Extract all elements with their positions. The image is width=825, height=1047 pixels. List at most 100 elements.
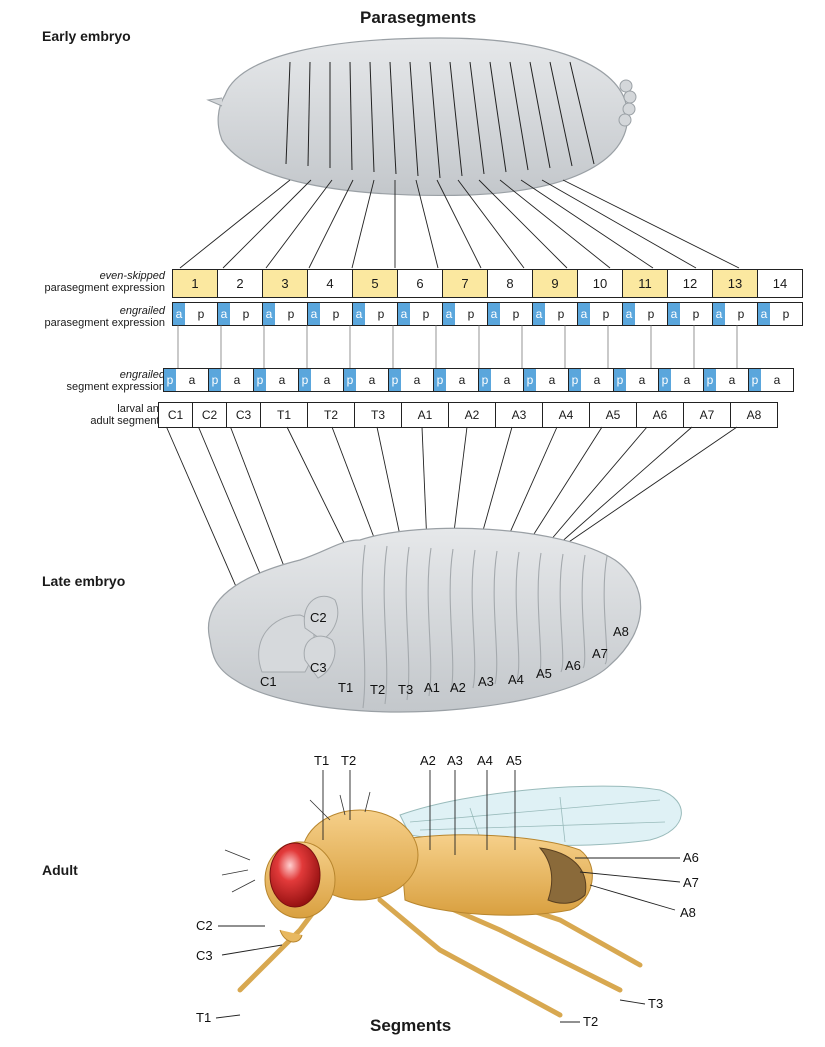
svg-text:T2: T2 <box>583 1014 598 1029</box>
connector-line <box>559 426 738 549</box>
parasegment-boundary <box>489 61 507 173</box>
connector-line <box>421 426 428 546</box>
engrailed-stripe: a <box>263 303 275 325</box>
expression-letter: a <box>638 373 646 387</box>
parasegment-cell: 14 <box>757 269 803 298</box>
svg-text:A2: A2 <box>420 753 436 768</box>
early-embryo-label: Early embryo <box>42 28 131 44</box>
segment-cell: A4 <box>542 402 590 428</box>
connector-line <box>457 179 525 269</box>
expression-letter: a <box>683 373 691 387</box>
connector-line <box>331 426 379 549</box>
expression-letter: a <box>458 373 466 387</box>
parasegment-cell: 8 <box>487 269 533 298</box>
connector-line <box>222 179 312 269</box>
parasegment-cell: 6 <box>397 269 443 298</box>
connector-line <box>520 179 654 269</box>
parasegment-cell: 4 <box>307 269 353 298</box>
engrailed-stripe: p <box>254 369 266 391</box>
expression-letter: a <box>278 373 286 387</box>
expression-letter: p <box>602 307 610 321</box>
expression-letter: a <box>773 373 781 387</box>
engrailed-stripe: a <box>218 303 230 325</box>
segment-fold <box>383 545 388 705</box>
connector-line <box>351 179 375 269</box>
late-embryo-label: Late embryo <box>42 573 126 589</box>
engrailed-stripe: p <box>659 369 671 391</box>
segment-fold <box>361 544 366 709</box>
segment-fold <box>493 550 498 685</box>
segment-cell: A2 <box>448 402 496 428</box>
segment-cell: A1 <box>401 402 449 428</box>
expression-letter: p <box>782 307 790 321</box>
connector-line <box>549 426 693 553</box>
connector-line <box>541 179 697 269</box>
svg-text:A8: A8 <box>680 905 696 920</box>
svg-text:A7: A7 <box>683 875 699 890</box>
engrailed-stripe: a <box>533 303 545 325</box>
expression-letter: p <box>332 307 340 321</box>
segment-fold <box>581 554 586 669</box>
engrailed-stripe: a <box>758 303 770 325</box>
late-embryo-segment-label: A1 <box>424 680 440 695</box>
parasegment-cell: 10 <box>577 269 623 298</box>
connector-line <box>436 179 482 269</box>
expression-letter: p <box>377 307 385 321</box>
parasegment-boundary <box>529 61 551 169</box>
parasegments-title: Parasegments <box>360 8 477 27</box>
parasegment-boundary <box>389 61 397 175</box>
late-embryo-segment-label: A6 <box>565 658 581 673</box>
parasegment-boundary <box>449 61 463 177</box>
parasegment-cell: 9 <box>532 269 578 298</box>
engrailed-stripe: p <box>299 369 311 391</box>
parasegment-boundary <box>285 61 291 165</box>
engrailed-stripe: p <box>479 369 491 391</box>
engrailed-stripe: a <box>353 303 365 325</box>
adult-label: Adult <box>42 862 78 878</box>
expression-letter: p <box>287 307 295 321</box>
engrailed-stripe: p <box>164 369 176 391</box>
late-embryo-segment-label: A3 <box>478 674 494 689</box>
segment-cell: C3 <box>226 402 261 428</box>
engrailed-stripe: p <box>344 369 356 391</box>
connector-line <box>537 426 648 556</box>
expression-letter: a <box>368 373 376 387</box>
parasegment-boundary <box>429 61 441 179</box>
segment-fold <box>405 546 410 701</box>
late-embryo-segment-label: C3 <box>310 660 327 675</box>
parasegment-to-segment-lines <box>177 325 738 368</box>
late-embryo-segment-label: A5 <box>536 666 552 681</box>
expression-letter: a <box>548 373 556 387</box>
parasegment-cell: 1 <box>172 269 218 298</box>
engrailed-stripe: a <box>398 303 410 325</box>
parasegment-boundary <box>409 61 419 177</box>
connector-line <box>562 179 740 269</box>
svg-text:T3: T3 <box>648 996 663 1011</box>
connector-line <box>308 179 354 269</box>
svg-text:T2: T2 <box>341 753 356 768</box>
connector-line <box>376 426 403 546</box>
early-to-parasegment-lines <box>179 179 740 269</box>
segment-cell: C1 <box>158 402 193 428</box>
parasegment-boundary <box>549 61 573 167</box>
svg-text:A4: A4 <box>477 753 493 768</box>
parasegment-cell: 13 <box>712 269 758 298</box>
adult-segment-labels: T1 T2 A2 A3 A4 A5 A6 A7 A8 C2 C3 T1 T3 T… <box>196 753 699 1029</box>
